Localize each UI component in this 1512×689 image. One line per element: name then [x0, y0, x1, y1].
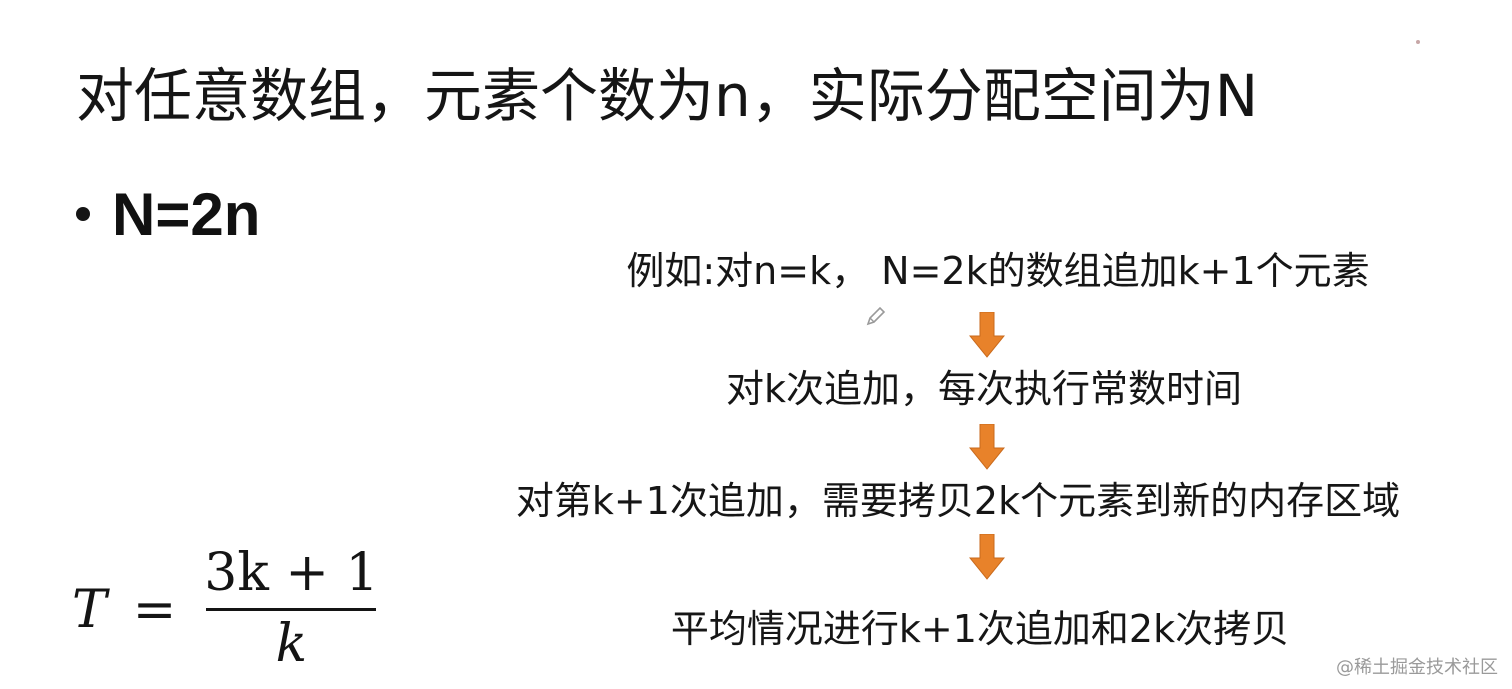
formula-numerator-text: 3k + 1: [204, 542, 379, 603]
flow-step-k-appends: 对k次追加，每次执行常数时间: [725, 367, 1243, 411]
formula-equals: =: [132, 580, 177, 640]
bullet-item: N=2n: [76, 174, 260, 254]
formula-lhs: T: [72, 580, 107, 640]
bullet-dot: [76, 207, 90, 221]
formula-denominator: k: [275, 613, 308, 674]
watermark: @稀土掘金技术社区: [1336, 657, 1498, 678]
flow-step-copy: 对第k+1次追加，需要拷贝2k个元素到新的内存区域: [515, 479, 1401, 523]
flow-step-average: 平均情况进行k+1次追加和2k次拷贝: [670, 607, 1290, 651]
arrow-down-icon: [969, 424, 1005, 470]
formula-fraction: 3k + 1 k: [202, 544, 380, 677]
flow-step-example: 例如:对n=k， N=2k的数组追加k+1个元素: [626, 249, 1370, 293]
fraction-bar: [206, 607, 377, 611]
slide-title: 对任意数组，元素个数为n，实际分配空间为N: [76, 62, 1259, 130]
bullet-text: N=2n: [112, 180, 261, 248]
formula-numerator: 3k + 1: [202, 544, 380, 608]
pencil-cursor-icon: [866, 306, 886, 326]
decorative-dot: [1416, 40, 1420, 44]
arrow-down-icon: [969, 312, 1005, 358]
formula: T = 3k + 1 k: [72, 540, 381, 680]
arrow-down-icon: [969, 534, 1005, 580]
